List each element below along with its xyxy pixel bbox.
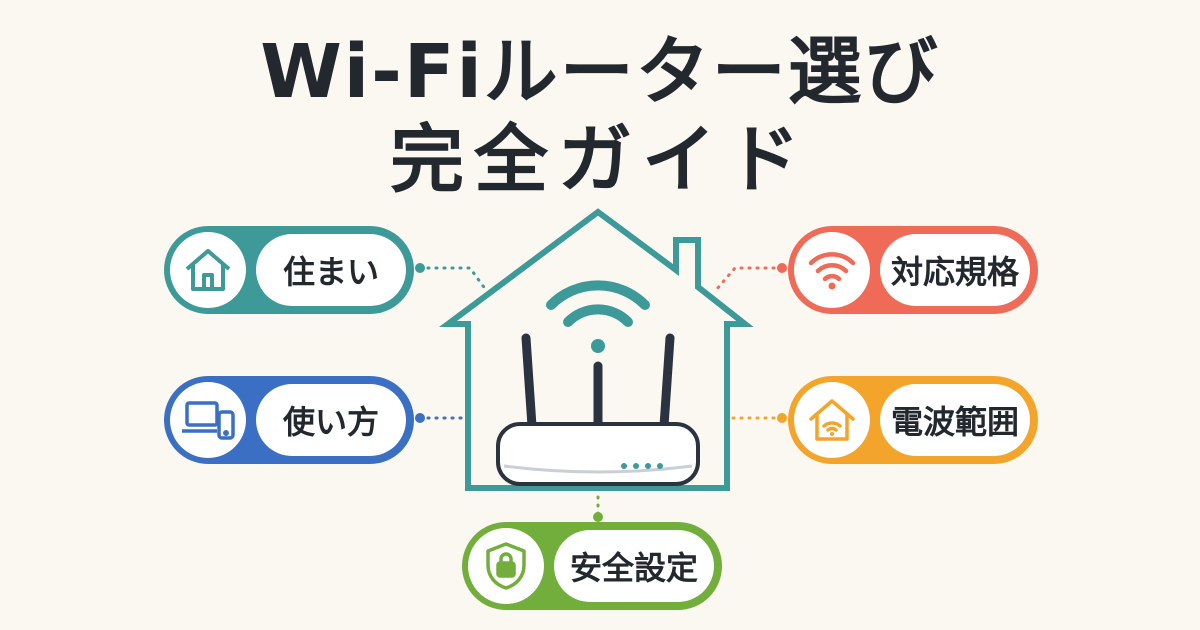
title-line-2: 完全ガイド: [390, 117, 810, 203]
topic-pill-standards[interactable]: 対応規格: [788, 226, 1038, 314]
router-icon: [496, 333, 700, 486]
topic-pill-coverage[interactable]: 電波範囲: [788, 376, 1038, 464]
connector-lines: [418, 266, 784, 522]
shield-lock-icon: [468, 528, 544, 604]
topic-label: 電波範囲: [880, 384, 1030, 456]
wifi-icon: [794, 232, 870, 308]
topic-pill-housing[interactable]: 住まい: [164, 226, 414, 314]
house-wifi-icon: [794, 382, 870, 458]
topic-label: 安全設定: [554, 530, 714, 602]
topic-label: 住まい: [256, 234, 406, 306]
title-line-1: Wi-Fiルーター選び: [260, 29, 940, 115]
house-outline-icon: [438, 208, 754, 491]
topic-label: 使い方: [256, 384, 406, 456]
topic-label: 対応規格: [880, 234, 1030, 306]
topic-pill-usage[interactable]: 使い方: [164, 376, 414, 464]
connector-dots: [415, 263, 787, 522]
laptop-phone-icon: [170, 382, 246, 458]
house-icon: [170, 232, 246, 308]
wifi-signal-icon: [546, 280, 650, 353]
topic-pill-security[interactable]: 安全設定: [462, 522, 722, 610]
